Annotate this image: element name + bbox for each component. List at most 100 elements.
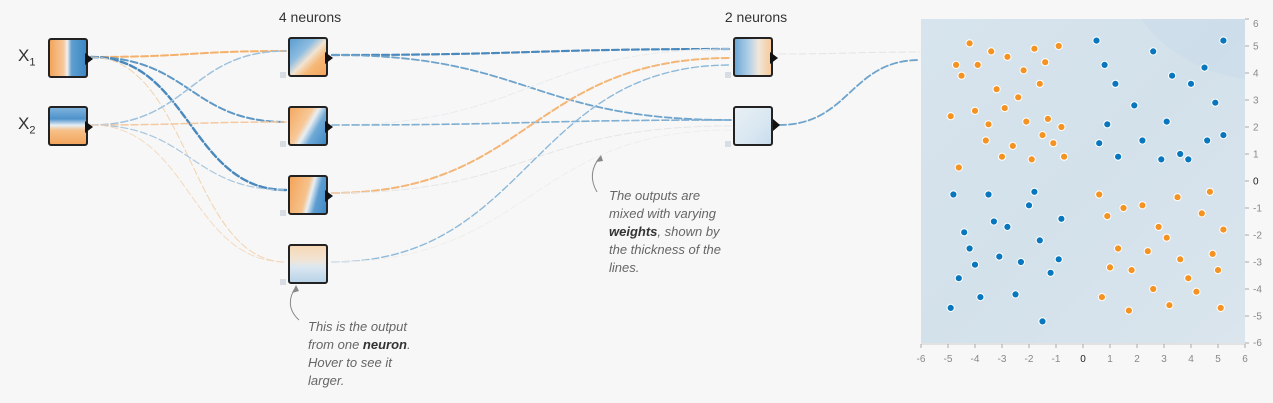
- data-point: [1054, 41, 1063, 51]
- link-h3-o2[interactable]: [331, 125, 732, 194]
- data-point: [1030, 187, 1039, 196]
- data-point: [1092, 36, 1101, 45]
- data-point: [1054, 255, 1063, 264]
- data-point: [1173, 193, 1182, 202]
- link-o1-out[interactable]: [778, 51, 921, 55]
- output-heatmap: [921, 19, 1245, 343]
- link-x2-h4[interactable]: [90, 124, 287, 263]
- data-point: [970, 106, 980, 115]
- data-point: [1149, 284, 1158, 294]
- bias-2-1[interactable]: [725, 72, 731, 78]
- data-point: [949, 190, 958, 199]
- data-point: [989, 217, 999, 226]
- link-x1-h2[interactable]: [90, 56, 287, 123]
- bias-1-1[interactable]: [280, 72, 286, 78]
- data-point: [1057, 214, 1066, 223]
- data-point: [1027, 155, 1036, 164]
- link-x1-h1[interactable]: [90, 50, 287, 58]
- y-tick-label: 1: [1253, 150, 1259, 161]
- y-tick-label: 4: [1253, 69, 1259, 80]
- data-point: [1103, 120, 1112, 129]
- data-point: [1035, 79, 1044, 88]
- feature-x2-node[interactable]: [48, 106, 93, 146]
- neuron-2-2-output-arrow: [773, 119, 780, 131]
- neuron-1-3[interactable]: [288, 175, 333, 215]
- bias-1-2[interactable]: [280, 141, 286, 147]
- link-h2-o2[interactable]: [331, 119, 732, 126]
- data-point: [1035, 236, 1044, 245]
- link-h4-o1[interactable]: [331, 64, 732, 263]
- link-h3-o1[interactable]: [331, 57, 732, 194]
- data-point: [997, 152, 1007, 161]
- link-x2-h1[interactable]: [90, 50, 287, 126]
- data-point: [1205, 187, 1214, 196]
- data-point: [976, 293, 985, 302]
- y-tick-label: -2: [1253, 231, 1262, 242]
- neuron-2-2[interactable]: [733, 106, 773, 146]
- neuron-1-1[interactable]: [288, 37, 333, 77]
- neuron-1-2[interactable]: [288, 106, 333, 146]
- y-tick-label: 6: [1253, 19, 1259, 30]
- data-point: [1124, 306, 1133, 315]
- neuron-2-1[interactable]: [733, 37, 778, 77]
- bias-2-2[interactable]: [725, 141, 731, 147]
- data-point: [965, 244, 974, 253]
- link-x2-h3[interactable]: [90, 124, 287, 191]
- data-point: [1105, 263, 1115, 272]
- data-point: [1186, 79, 1196, 88]
- link-h2-o1[interactable]: [331, 48, 732, 126]
- bias-1-4[interactable]: [280, 279, 286, 285]
- data-point: [1057, 122, 1066, 132]
- y-tick-label: -4: [1253, 285, 1262, 296]
- data-point: [970, 260, 980, 269]
- data-point: [1043, 114, 1053, 124]
- neuron-1-4[interactable]: [288, 244, 328, 284]
- feature-x1-node[interactable]: [48, 38, 93, 78]
- data-point: [973, 60, 982, 70]
- data-point: [1046, 268, 1055, 277]
- data-point: [981, 136, 990, 145]
- data-point: [1184, 274, 1193, 283]
- data-point: [1219, 131, 1228, 140]
- x-tick-label: -3: [998, 354, 1007, 365]
- feature-x1-label: X1: [18, 46, 36, 69]
- data-point: [1211, 98, 1220, 107]
- link-h1-o1[interactable]: [330, 47, 733, 57]
- x-tick-label: 1: [1107, 354, 1113, 365]
- data-point: [1100, 60, 1109, 70]
- layer-2-header: 2 neurons: [724, 9, 788, 25]
- weights-pointer-head: [596, 155, 603, 162]
- data-point: [1024, 201, 1034, 210]
- link-x2-h2[interactable]: [90, 121, 287, 126]
- data-point: [1022, 117, 1031, 126]
- data-point: [1011, 290, 1020, 299]
- data-point: [984, 120, 993, 129]
- data-point: [992, 85, 1001, 94]
- data-point: [946, 303, 955, 312]
- data-point: [1038, 317, 1047, 326]
- data-point: [1200, 63, 1209, 72]
- x-tick-label: 4: [1188, 354, 1194, 365]
- data-point: [1127, 266, 1136, 275]
- data-point: [1008, 141, 1017, 151]
- data-point: [1176, 149, 1185, 159]
- y-tick-label: 0: [1253, 177, 1259, 188]
- neuron-pointer-head: [292, 285, 299, 293]
- data-point: [1019, 66, 1028, 75]
- data-point: [1143, 247, 1152, 256]
- data-point: [1049, 139, 1058, 148]
- data-point: [987, 47, 996, 56]
- link-o2-out[interactable]: [778, 59, 921, 126]
- bias-1-3[interactable]: [280, 210, 286, 216]
- link-x1-h4[interactable]: [90, 56, 287, 263]
- data-point: [1165, 301, 1174, 310]
- data-point: [1103, 212, 1112, 221]
- data-point: [1168, 71, 1177, 80]
- data-point: [1016, 257, 1026, 267]
- data-point: [1192, 287, 1201, 296]
- link-x1-h3[interactable]: [89, 55, 288, 192]
- x-tick-label: 0: [1080, 354, 1086, 365]
- link-h4-o2[interactable]: [331, 129, 732, 263]
- link-h1-o2[interactable]: [331, 54, 732, 121]
